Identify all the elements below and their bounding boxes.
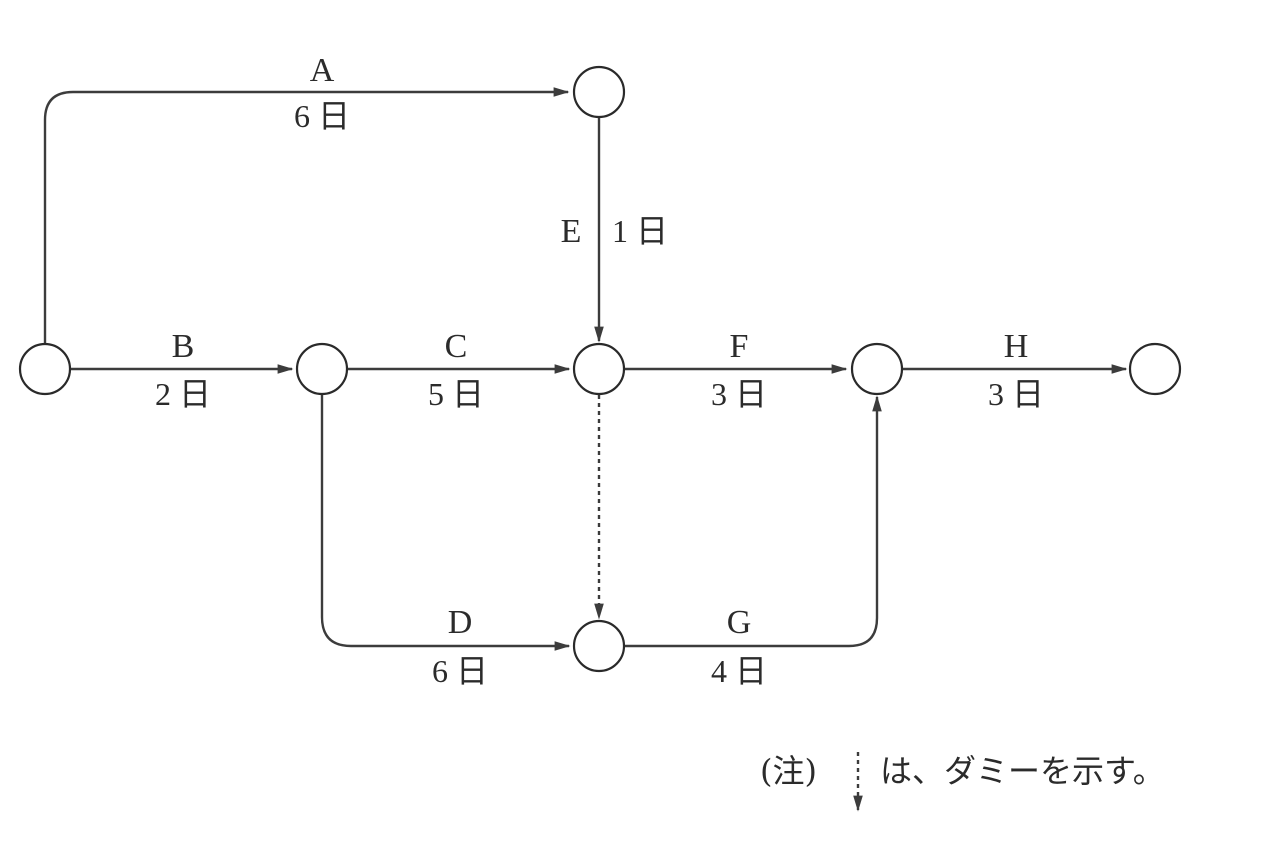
label-e: E	[561, 213, 582, 250]
note-text: は、ダミーを示す。	[880, 752, 1165, 790]
edge-a	[43, 87, 570, 343]
duration-d: 6 日	[432, 653, 488, 689]
label-d: D	[448, 604, 473, 641]
duration-g: 4 日	[711, 653, 767, 689]
dummy-legend: (注) は、ダミーを示す。	[760, 752, 1165, 812]
label-a: A	[310, 52, 335, 89]
label-c: C	[445, 328, 468, 365]
label-g: G	[727, 604, 752, 641]
node-1	[18, 342, 72, 396]
label-h: H	[1004, 328, 1029, 365]
duration-h: 3 日	[988, 376, 1044, 412]
label-f: F	[730, 328, 749, 365]
edge-d	[320, 395, 571, 651]
node-4	[572, 342, 626, 396]
duration-a: 6 日	[294, 98, 350, 134]
node-3	[572, 65, 626, 119]
duration-f: 3 日	[711, 376, 767, 412]
label-b: B	[172, 328, 195, 365]
edge-g	[625, 395, 882, 648]
node-2	[295, 342, 349, 396]
duration-b: 2 日	[155, 376, 211, 412]
node-6	[850, 342, 904, 396]
node-7	[1128, 342, 1182, 396]
note-prefix: (注)	[760, 752, 817, 790]
node-5	[572, 619, 626, 673]
duration-e: 1 日	[612, 213, 668, 249]
duration-c: 5 日	[428, 376, 484, 412]
